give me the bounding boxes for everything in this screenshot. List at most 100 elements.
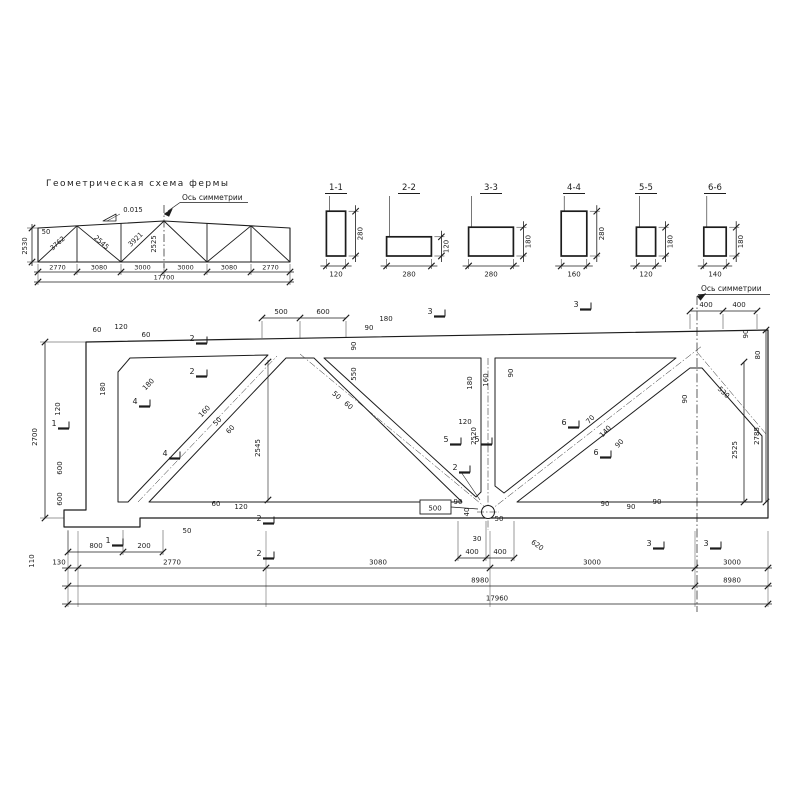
drawing-line	[732, 252, 740, 260]
drawing-line	[264, 496, 272, 504]
drawing-line	[740, 358, 748, 366]
drawing-line	[76, 225, 122, 263]
dim-label: 90	[350, 342, 358, 351]
dim-label: 3000	[583, 559, 601, 567]
dim-label: 17960	[486, 595, 508, 603]
dim-label: 2	[189, 367, 194, 376]
dim-label: 600	[316, 308, 329, 316]
drawing-path	[163, 208, 173, 217]
drawing-line	[167, 202, 181, 212]
dim-label: 500	[428, 505, 441, 513]
drawing-path	[102, 213, 117, 222]
dim-label: 50	[42, 228, 51, 236]
dim-label: 2525	[150, 235, 158, 252]
drawing-line	[137, 355, 278, 503]
drawing-line	[662, 252, 670, 260]
dim-label: 60	[142, 331, 151, 339]
drawing-line	[120, 220, 165, 263]
drawing-line	[342, 262, 350, 270]
section-rect	[467, 226, 515, 257]
dim-label: 50	[183, 527, 192, 535]
drawing-line	[427, 262, 435, 270]
drawing-line	[487, 345, 703, 513]
drawing-line	[557, 262, 565, 270]
drawing-line	[519, 252, 527, 260]
dim-label: 5	[443, 435, 448, 444]
drawing-line	[700, 262, 708, 270]
dim-label: 90	[742, 330, 750, 339]
dim-label: 120	[54, 402, 62, 415]
dim-label: 600	[56, 461, 64, 474]
dim-label: 130	[52, 559, 65, 567]
dim-label: 60	[225, 424, 237, 436]
drawing-line	[106, 213, 121, 222]
dim-label: 3000	[134, 264, 151, 272]
dim-label: 3	[573, 300, 578, 309]
drawing-path	[37, 220, 291, 263]
dim-label: 400	[493, 548, 506, 556]
drawing-line	[583, 262, 591, 270]
dim-label: 60	[342, 400, 354, 412]
dim-label: 3080	[91, 264, 108, 272]
dim-label: 550	[350, 367, 358, 380]
dim-label: 600	[56, 492, 64, 505]
dim-label: 180	[99, 382, 107, 395]
scheme-axis-label: Ось симметрии	[182, 193, 243, 202]
dim-label: 6	[593, 448, 598, 457]
dim-label: 60	[212, 500, 221, 508]
drawing-line	[696, 351, 767, 435]
dim-label: 3921	[127, 231, 145, 249]
drawing-line	[352, 207, 360, 215]
drawing-line	[163, 220, 208, 263]
dim-label: 8980	[723, 577, 741, 585]
drawing-path	[323, 357, 482, 498]
dim-label: 17700	[154, 274, 175, 282]
section-rect	[560, 210, 588, 257]
drawing-line	[722, 262, 730, 270]
drawing-line	[383, 262, 391, 270]
drawing-line	[37, 225, 78, 263]
dim-label: 180	[524, 235, 532, 248]
drawing-line	[662, 223, 670, 231]
dim-label: 4	[162, 449, 167, 458]
dim-label: 120	[442, 240, 450, 253]
drawing-line	[465, 262, 473, 270]
dim-label: 30	[473, 535, 482, 543]
dim-label: 3080	[221, 264, 238, 272]
section-rect	[635, 226, 657, 257]
dim-label: 40	[463, 508, 471, 517]
drawing-line	[64, 582, 72, 590]
dim-label: 80	[754, 351, 762, 360]
dim-label: 50	[495, 515, 504, 523]
dim-label: 4	[132, 397, 137, 406]
dim-label: 90	[507, 369, 515, 378]
dim-label: 3-3	[484, 183, 498, 193]
drawing-line	[732, 223, 740, 231]
drawing-line	[632, 262, 640, 270]
drawing-line	[342, 314, 350, 322]
drawing-line	[593, 207, 601, 215]
section-rect	[702, 226, 728, 257]
drawing-line	[250, 225, 291, 263]
drawing-line	[352, 252, 360, 260]
dim-label: 120	[234, 503, 247, 511]
section-rect	[325, 210, 347, 257]
dim-label: 2545	[92, 234, 110, 252]
dim-label: 2525	[731, 441, 739, 459]
dim-label: 2770	[163, 559, 181, 567]
dim-label: 2770	[262, 264, 279, 272]
dim-label: 2	[189, 334, 194, 343]
drawing-line	[762, 326, 770, 334]
dim-label: 120	[329, 271, 342, 279]
drawing-line	[509, 262, 517, 270]
dim-label: 180	[667, 235, 675, 248]
dim-label: 5	[474, 435, 479, 444]
dim-label: 500	[274, 308, 287, 316]
drawing-line	[764, 582, 772, 590]
dim-label: 280	[402, 271, 415, 279]
dim-label: 120	[114, 323, 127, 331]
dim-label: 2520	[470, 427, 478, 445]
dim-label: 70	[585, 414, 597, 426]
